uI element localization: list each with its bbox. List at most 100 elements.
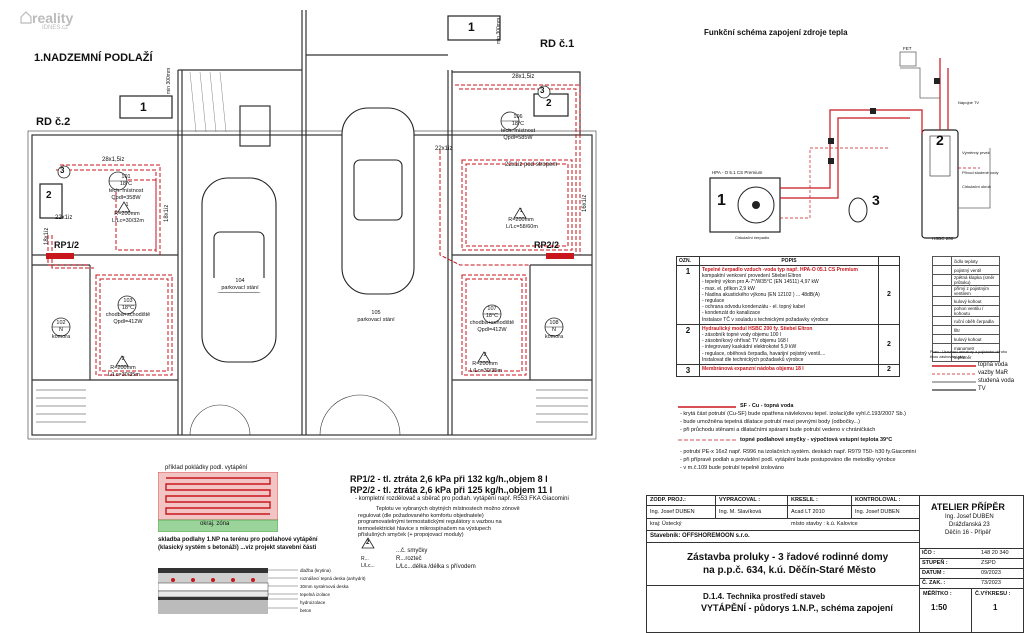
- section-title: skladba podlahy 1.NP na terénu pro podla…: [158, 537, 318, 543]
- meta-key: Č. ZAK. :: [922, 580, 946, 586]
- room-id: 105: [371, 310, 381, 316]
- scheme-small-label: Výměnný prvek: [962, 150, 990, 155]
- legend-studena: studená voda: [978, 378, 1015, 384]
- legend-row: kulový kohout: [932, 334, 1000, 344]
- scheme-small-label: Přívod studené vody: [962, 170, 999, 175]
- rd-label-2: RD č.2: [36, 116, 71, 128]
- symbol-number: 2: [366, 540, 370, 546]
- room-temp: 18°C: [121, 305, 135, 311]
- room-temp: N: [59, 327, 63, 333]
- loop-number: 2: [121, 356, 125, 362]
- sheet-label: Č.VÝKRESU :: [975, 591, 1011, 597]
- hp-number: 1: [717, 192, 726, 209]
- loop-length: L/Lc=30/35m: [470, 368, 502, 374]
- legend-label: kulový kohout: [951, 334, 1000, 344]
- drawing-section: D.1.4. Technika prostředí staveb: [703, 592, 826, 601]
- legend-row: pojistný ventil: [932, 265, 1000, 275]
- rp-label-2: RP2/2: [534, 240, 560, 250]
- desc-line: - max. el. příkon 2,9 kW: [702, 285, 755, 292]
- min-label-1: min 300mm: [166, 67, 172, 94]
- divider: [647, 585, 919, 586]
- room-103: 103 18°C chodba+schodiště Qpdl=412W: [98, 298, 158, 326]
- row-qty: 2: [878, 323, 900, 366]
- pipe-label: 22x1iz: [55, 215, 73, 221]
- room-id: 102: [56, 320, 66, 326]
- meta-key: DATUM :: [922, 570, 945, 576]
- line-legend: [932, 365, 976, 391]
- table-row: 3 Membránová expanzní nádoba objemu 18 l…: [676, 364, 900, 378]
- desc-line: - tepelný výkon pro A-7°/W35°C (EN 14511…: [702, 279, 819, 286]
- floor-loop-note: topné podlahové smyčky - výpočtová vstup…: [740, 437, 893, 443]
- marker: 3: [60, 166, 65, 175]
- watermark-sub: IDNES.cz: [42, 25, 69, 31]
- row-desc: Hydraulický modul HSBC 200 fy. Stiebel E…: [699, 323, 879, 366]
- value-vypracoval: Ing. M. Slavíková: [719, 509, 762, 515]
- symbol-legend-2: R...rozteč: [396, 556, 422, 562]
- legend-row: ruční oběh čerpadla: [932, 316, 1000, 326]
- regulation-note: Teplotu ve vybraných obytných místnostec…: [358, 506, 520, 539]
- row-desc: Membránová expanzní nádoba objemu 18 l: [699, 364, 879, 378]
- note-line: termoelektrické hlavice s mikrospínačem …: [358, 525, 491, 532]
- loop-number: 2: [483, 352, 487, 358]
- desc-line: - integrovaný kaskádní elektrokotel 5,9 …: [702, 344, 797, 351]
- note-line: Teplotu ve vybraných obytných místnostec…: [376, 506, 520, 512]
- desc-line: - hladina akustického výkonu (EN 12102 )…: [702, 291, 820, 298]
- row-desc: Tepelné čerpadlo vzduch -voda typ např. …: [699, 265, 879, 325]
- legend-label: čidlo teploty: [951, 256, 1000, 266]
- floor-heating-sample: [158, 472, 278, 532]
- loop-spacing: R=200mm: [472, 361, 498, 367]
- table-row: 1 Tepelné čerpadlo vzduch -voda typ např…: [676, 265, 900, 325]
- tank-label: HSBC 200: [932, 236, 954, 241]
- equipment-table: OZN. POPIS 1 Tepelné čerpadlo vzduch -vo…: [676, 256, 900, 378]
- row-ozn: 3: [676, 364, 700, 378]
- room-name: tech. místnost: [500, 128, 536, 134]
- floor-plan-title: 1.NADZEMNÍ PODLAŽÍ: [34, 52, 153, 64]
- loop-spacing: R=200mm: [110, 365, 136, 371]
- room-name: parkovací stání: [221, 285, 259, 291]
- loop-number: 1: [519, 208, 523, 214]
- legend-label: teploměr: [951, 352, 1000, 362]
- loop-number: 1: [125, 202, 129, 208]
- pipe-note: - bude umožněna tepelná dilatace potrubí…: [680, 419, 860, 425]
- symbol-legend-table: čidlo teploty pojistný ventil zpětná kla…: [932, 256, 1000, 362]
- desc-line: - kondenzát do kanalizace: [702, 310, 761, 317]
- scheme-small-label: Nápojné TV: [958, 100, 980, 105]
- client: Stavebník: OFFSHOREMOON s.r.o.: [650, 533, 750, 539]
- row-qty: 2: [878, 265, 900, 325]
- header-kontroloval: KONTROLOVAL :: [855, 497, 901, 503]
- room-101: 101 18°C tech. místnost Qpdl=358W: [96, 174, 156, 202]
- legend-topna: topná voda: [978, 362, 1008, 368]
- room-id: 104: [235, 278, 245, 284]
- meta-key: STUPEŇ :: [922, 560, 948, 566]
- room-id: 106: [513, 114, 523, 120]
- legend-label: ruční oběh čerpadla: [951, 316, 1000, 326]
- scheme-drawing: [709, 51, 991, 239]
- divider: [715, 496, 716, 518]
- hp-label: HPA - O 5.1 CS Premium: [712, 170, 763, 175]
- desc-line: - zásobníkový ohřívač TV objemu 168 l: [702, 338, 789, 345]
- loop-spacing: R=200mm: [508, 217, 534, 223]
- legend-row: filtr: [932, 325, 1000, 335]
- unit-label-2: 1: [468, 20, 475, 34]
- divider: [919, 496, 920, 632]
- floor-plan-drawing: [27, 10, 597, 440]
- legend-label: zpětná klapka (směr průtoku): [951, 274, 1000, 286]
- room-id: 101: [121, 174, 131, 180]
- room-name: komora: [544, 334, 564, 340]
- legend-note: Pozn.: Uzavírací armatury a pojistném ok…: [930, 350, 1008, 359]
- section-title-sub: (klasický systém s betonáží) ...viz proj…: [158, 545, 317, 551]
- pipe-label: 18x1iz: [164, 204, 170, 222]
- meta-key: IČO :: [922, 550, 936, 556]
- legend-label: kulový kohout: [951, 296, 1000, 306]
- table-row: 2 Hydraulický modul HSBC 200 fy. Stiebel…: [676, 323, 900, 366]
- legend-label: přímý z pojistným ventilem: [951, 285, 1000, 297]
- layer-label: beton: [300, 608, 312, 613]
- meta-row: IČO : 148 20 340: [919, 549, 1023, 559]
- location-row: kraj: Ústecký místo stavby : k.ú. Kalovi…: [647, 518, 919, 531]
- symbol-legend-1: ...č. smyčky: [396, 548, 428, 554]
- note-line: regulovat (dle požadovaného komfortu obj…: [358, 512, 484, 519]
- marker: 2: [46, 190, 52, 201]
- desc-line: Tepelné čerpadlo vzduch -voda typ např. …: [702, 267, 858, 273]
- symbol-legend-3: L/Lc...délka /délka s přívodem: [396, 564, 476, 570]
- room-name: parkovací stání: [357, 317, 395, 323]
